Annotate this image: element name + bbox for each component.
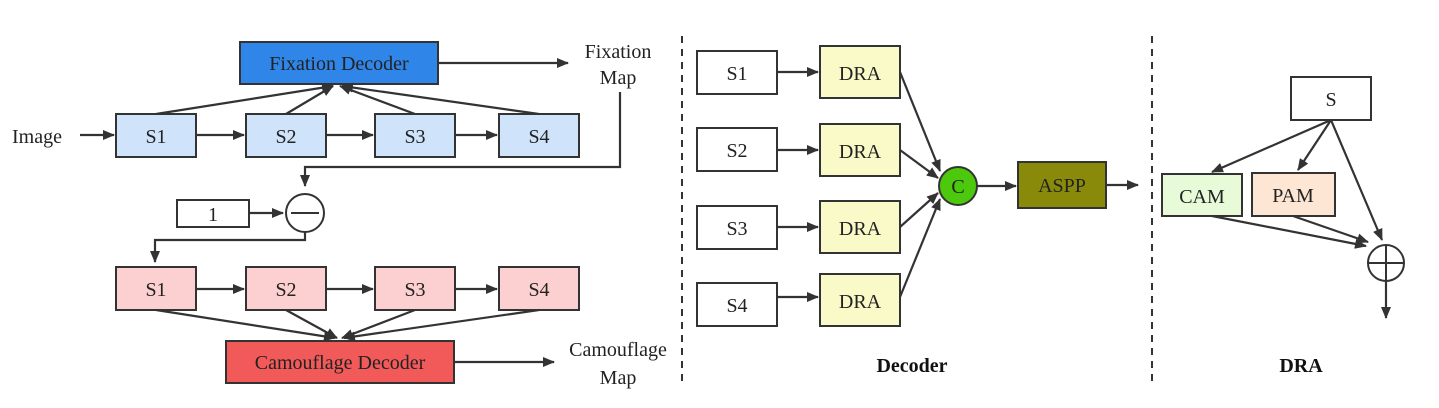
decoder-input-s3-box [696,205,778,250]
cam-label: CAM [1179,186,1225,208]
decoder-input-s2-box [696,127,778,172]
dra-block-1-label: DRA [839,63,882,85]
dra4-to-concat-arrow [898,198,942,298]
top-stage-s2-label: S2 [275,126,296,148]
left-panel: Fixation Decoder Fixation Map Image S1 S… [12,41,667,389]
bottom-s1-to-camouflage-arrow [155,308,336,342]
dra3-to-concat-arrow [899,192,939,228]
concat-label: C [951,176,964,198]
pam-label: PAM [1272,185,1314,207]
constant-one-label: 1 [208,204,218,226]
bottom-encoder: S1 S2 S3 S4 [115,266,580,342]
bottom-s4-to-camouflage-arrow [343,308,540,342]
dra-input-s-label: S [1325,89,1336,111]
subtract-icon [285,193,325,233]
bottom-stage-s1-label: S1 [145,279,166,301]
s-to-pam-arrow [1297,119,1332,171]
dra-block-3-box [819,200,901,254]
decoder-input-s1-label: S1 [726,63,747,85]
camouflage-map-label-line2: Map [600,367,637,389]
dra-panel: S CAM PAM DRA [1161,76,1405,377]
decoder-panel: S1 S2 S3 S4 DRA DRA DRA DRA C ASPP De [696,45,1139,377]
decoder-input-s4-label: S4 [726,295,747,317]
dra2-to-concat-arrow [899,149,939,179]
decoder-caption: Decoder [876,355,947,377]
subtract-to-bottom-encoder-arrow [150,232,307,263]
dra-caption: DRA [1279,355,1323,377]
dra-block-2-box [819,123,901,177]
decoder-input-s3-label: S3 [726,218,747,240]
cam-box [1161,173,1243,217]
top-encoder: S1 S2 S3 S4 [115,82,580,158]
pam-to-add-arrow [1292,214,1369,244]
fixation-map-feedback-arrow [300,92,622,187]
cam-to-add-arrow [1211,214,1367,249]
decoder-input-s4-box [696,282,778,327]
top-stage-s3-label: S3 [404,126,425,148]
s-to-cam-arrow [1211,118,1332,174]
constant-one-box [176,199,250,228]
fixation-map-label-line1: Fixation [585,41,652,63]
top-stage-s4-label: S4 [528,126,549,148]
dra-block-4-box [819,273,901,327]
dra-block-3-label: DRA [839,218,882,240]
top-stage-s3-box [374,113,456,158]
top-s4-to-fixation-arrow [341,82,540,116]
aspp-label: ASPP [1038,175,1086,197]
bottom-stage-s3-label: S3 [404,279,425,301]
bottom-stage-s3-box [374,266,456,311]
fixation-decoder-box [239,41,439,85]
dra-block-2-label: DRA [839,141,882,163]
bottom-stage-s4-label: S4 [528,279,549,301]
s-to-add-arrow [1329,119,1384,241]
add-icon [1367,244,1405,282]
bottom-s2-to-camouflage-arrow [285,309,338,339]
top-s1-to-fixation-arrow [155,82,334,116]
dra1-to-concat-arrow [898,71,942,172]
decoder-input-s2-label: S2 [726,140,747,162]
bottom-stage-s2-label: S2 [275,279,296,301]
camouflage-decoder-label: Camouflage Decoder [255,352,426,374]
top-stage-s1-label: S1 [145,126,166,148]
fixation-decoder-label: Fixation Decoder [269,53,409,75]
image-input-label: Image [12,126,62,148]
top-stage-s2-box [245,113,327,158]
fixation-map-label-line2: Map [600,67,637,89]
top-s2-to-fixation-arrow [285,85,334,115]
decoder-input-s1-box [696,50,778,95]
bottom-stage-s1-box [115,266,197,311]
camouflage-map-label-line1: Camouflage [569,339,667,361]
dra-block-4-label: DRA [839,291,882,313]
dra-input-s-box [1290,76,1372,121]
